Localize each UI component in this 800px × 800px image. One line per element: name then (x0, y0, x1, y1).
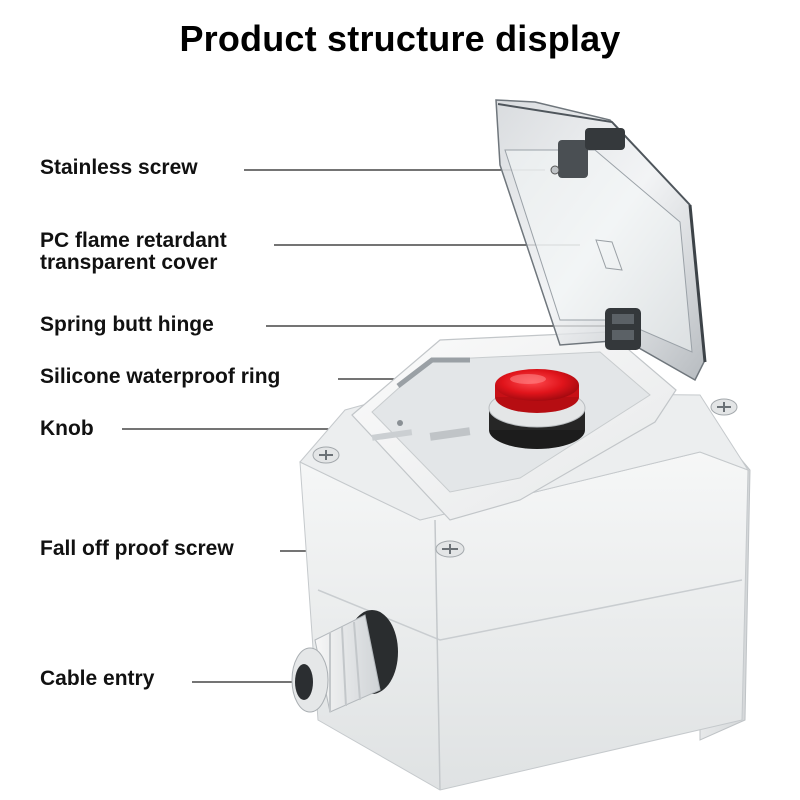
label-fall-off-screw: Fall off proof screw (40, 537, 234, 560)
diagram-title: Product structure display (179, 18, 621, 59)
label-pc-cover-line1: PC flame retardant (40, 229, 227, 252)
knob (488, 369, 586, 449)
label-spring-hinge: Spring butt hinge (40, 313, 214, 336)
fall-off-proof-screw (435, 540, 465, 558)
silicone-ring (396, 357, 470, 388)
cable-entry (291, 610, 398, 713)
transparent-cover (495, 99, 707, 382)
screw-left (312, 446, 340, 464)
stainless-screw (550, 128, 625, 178)
label-silicone-ring: Silicone waterproof ring (40, 365, 281, 388)
spring-hinge (605, 308, 641, 350)
corner-screws (312, 398, 738, 558)
label-stainless-screw: Stainless screw (40, 156, 198, 179)
label-knob: Knob (40, 417, 94, 440)
label-cable-entry: Cable entry (40, 667, 155, 690)
screw-right-rear (710, 398, 738, 416)
label-pc-cover-line2: transparent cover (40, 251, 218, 274)
